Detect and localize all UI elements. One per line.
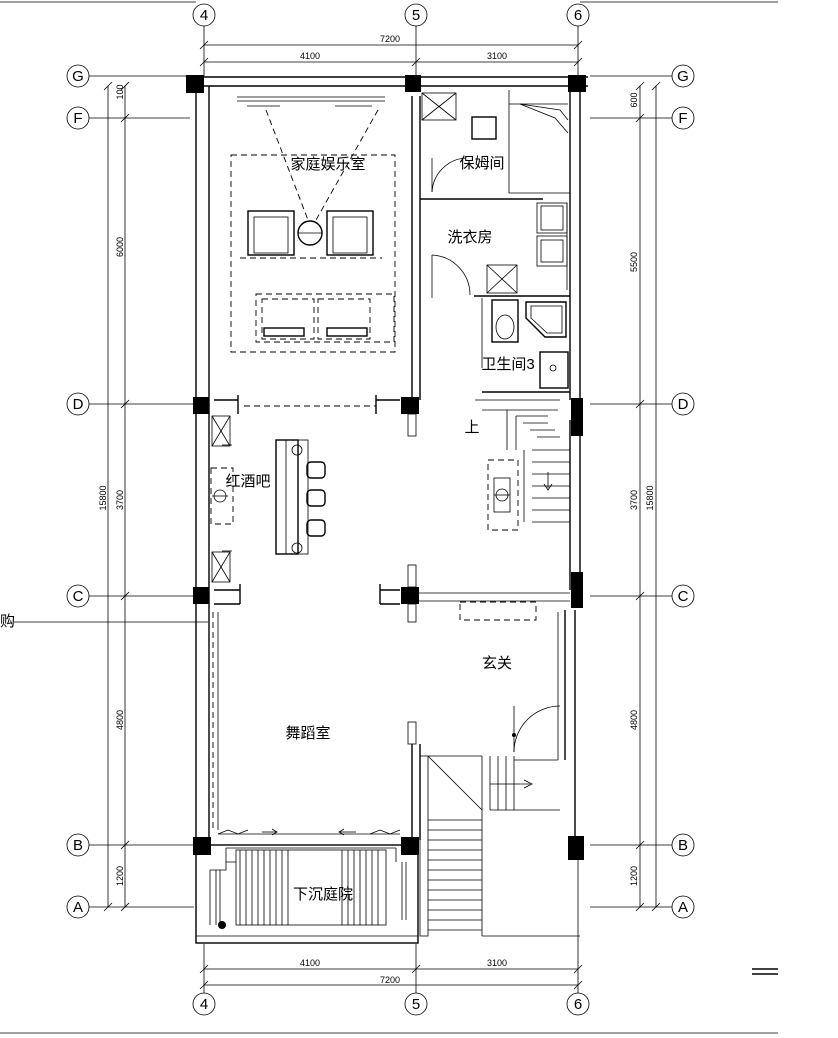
axis-markers-bottom: 4 5 6 xyxy=(192,992,590,1016)
entertainment-opening xyxy=(214,395,417,437)
wine-bar-furniture xyxy=(210,415,326,583)
axis-label-b-left: B xyxy=(73,837,83,854)
axis-label-6-bottom: 6 xyxy=(574,996,582,1013)
column xyxy=(571,398,583,436)
dim-right-dc: 3700 xyxy=(629,490,639,510)
axis-label-d-left: D xyxy=(73,396,84,413)
axis-label-c-left: C xyxy=(73,588,84,605)
exterior-walls xyxy=(194,76,588,845)
axis-label-c-right: C xyxy=(678,588,689,605)
column xyxy=(401,837,419,855)
dim-bottom-left: 4100 xyxy=(300,958,320,968)
axis-markers-left: G F D C B A xyxy=(66,64,90,919)
floor-lamp xyxy=(487,459,519,531)
axis-label-5-bottom: 5 xyxy=(412,996,420,1013)
column xyxy=(568,836,584,860)
room-label-entertainment: 家庭娱乐室 xyxy=(290,156,365,173)
axis-label-a-right: A xyxy=(678,899,688,916)
dim-right-gf: 600 xyxy=(629,92,639,107)
left-cut-label: 购 xyxy=(0,613,15,630)
room-label-bathroom: 卫生间3 xyxy=(481,356,534,373)
dim-top-right: 3100 xyxy=(487,51,507,61)
axis-label-b-right: B xyxy=(678,837,688,854)
dim-right-fd: 5500 xyxy=(629,252,639,272)
bathroom-furniture xyxy=(481,298,570,393)
lower-staircase xyxy=(419,755,580,937)
courtyard-deck xyxy=(235,849,387,926)
dim-bottom-total: 7200 xyxy=(380,975,400,985)
room-label-foyer: 玄关 xyxy=(482,655,512,672)
dim-left-gf: 100 xyxy=(115,84,125,99)
dim-left-ba: 1200 xyxy=(115,866,125,886)
foyer xyxy=(512,705,561,761)
column xyxy=(193,837,211,855)
dim-left-dc: 3700 xyxy=(115,490,125,510)
dimension-left xyxy=(103,81,130,912)
dim-left-fd: 6000 xyxy=(115,237,125,257)
dimension-right xyxy=(635,81,661,912)
dim-right-cb: 4800 xyxy=(629,710,639,730)
room-label-nanny: 保姆间 xyxy=(459,155,504,172)
column xyxy=(405,75,421,92)
axis-markers-right: G F D C B A xyxy=(671,64,695,919)
dim-right-total: 15800 xyxy=(645,485,655,510)
column xyxy=(568,75,586,92)
nanny-room-furniture xyxy=(421,90,570,194)
axis-markers-top: 4 5 6 xyxy=(192,3,590,27)
columns xyxy=(186,75,586,860)
courtyard-deck-slats xyxy=(239,850,379,925)
upper-staircase xyxy=(475,399,570,523)
axis-label-f-right: F xyxy=(678,110,687,127)
column xyxy=(186,75,204,93)
stair-up-label: 上 xyxy=(464,419,479,436)
axis-label-a-left: A xyxy=(73,899,83,916)
axis-label-g-right: G xyxy=(677,68,689,85)
dim-left-total: 15800 xyxy=(98,485,108,510)
mid-wall xyxy=(214,564,570,623)
courtyard-drain-icon xyxy=(218,921,226,929)
room-label-courtyard: 下沉庭院 xyxy=(293,885,353,903)
column xyxy=(401,397,419,414)
room-label-dance: 舞蹈室 xyxy=(285,725,330,742)
dim-bottom-right: 3100 xyxy=(487,958,507,968)
room-label-winebar: 红酒吧 xyxy=(225,473,270,490)
axis-label-g-left: G xyxy=(72,68,84,85)
column xyxy=(193,587,209,604)
room-label-laundry: 洗衣房 xyxy=(447,229,492,246)
dimension-top xyxy=(199,40,583,67)
axis-label-d-right: D xyxy=(678,396,689,413)
right-edge-marks xyxy=(0,1,778,1034)
column xyxy=(193,397,209,414)
axis-label-4-bottom: 4 xyxy=(200,996,208,1013)
dimension-bottom xyxy=(199,964,583,990)
column xyxy=(571,572,583,608)
dim-right-ba: 1200 xyxy=(629,866,639,886)
column xyxy=(401,587,419,604)
axis-label-5-top: 5 xyxy=(412,7,420,24)
axis-label-4-top: 4 xyxy=(200,7,208,24)
sunken-courtyard xyxy=(195,844,419,944)
dim-top-total: 7200 xyxy=(380,34,400,44)
axis-label-f-left: F xyxy=(73,110,82,127)
axis-label-6-top: 6 xyxy=(574,7,582,24)
entertainment-room-furniture xyxy=(230,96,396,353)
laundry-room-furniture xyxy=(420,198,570,298)
dim-top-left: 4100 xyxy=(300,51,320,61)
dim-left-cb: 4800 xyxy=(115,710,125,730)
